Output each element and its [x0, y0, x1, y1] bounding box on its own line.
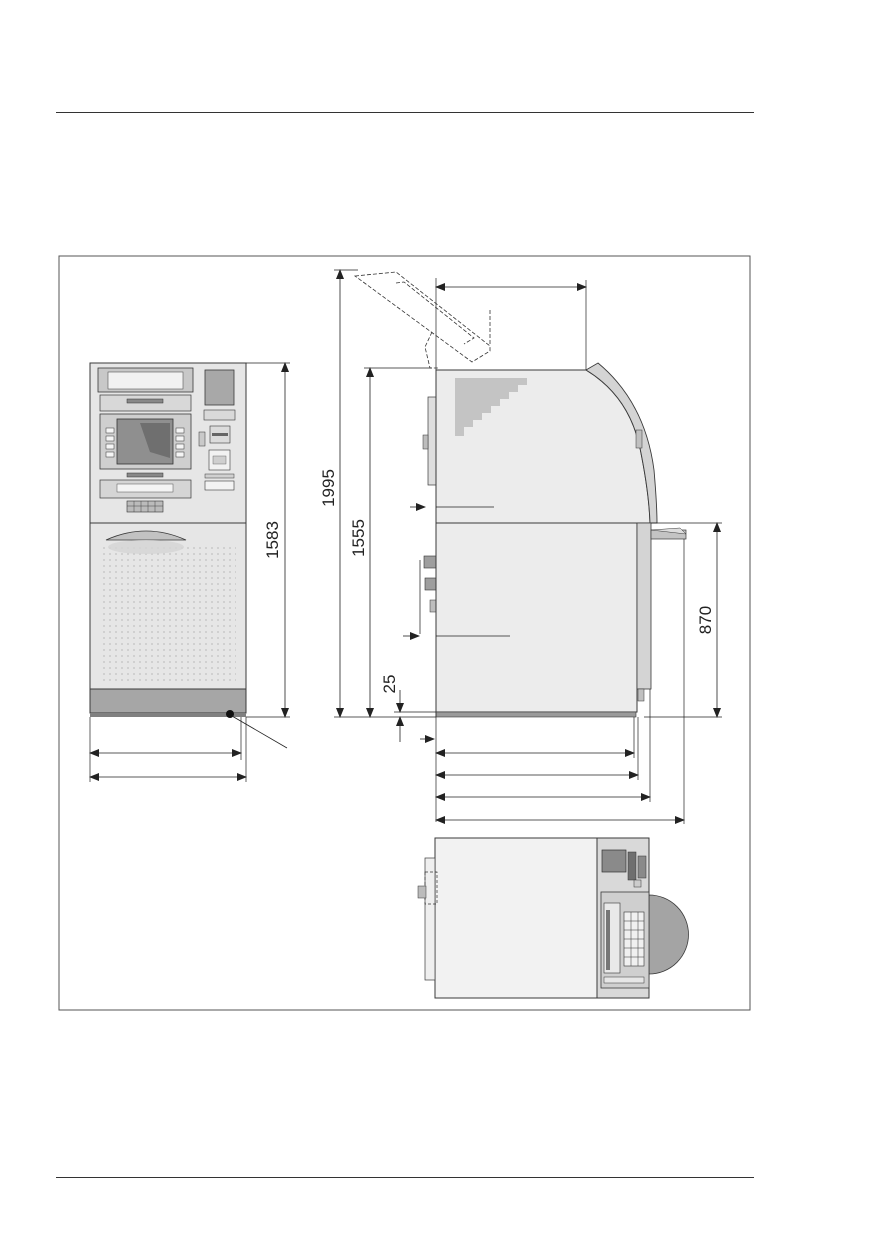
header-rule: [56, 112, 754, 113]
front-screen-glare: [140, 423, 170, 458]
side-fascia-mid: [423, 555, 437, 569]
front-right-display: [204, 369, 235, 406]
side-stair-hatch: [455, 378, 527, 436]
front-side-button: [198, 431, 206, 447]
top-screen-bar: [606, 910, 610, 970]
front-foot-leader: [231, 715, 288, 749]
top-cabinet: [434, 837, 598, 999]
front-receipt-slot: [126, 398, 164, 404]
side-fascia-nub: [422, 434, 429, 450]
dim-label-25: 25: [380, 675, 399, 694]
front-keypad: [126, 500, 164, 513]
top-fascia-strip: [424, 857, 436, 981]
front-card-reader: [203, 409, 236, 421]
side-base: [435, 711, 637, 718]
side-lower-strip: [636, 522, 652, 690]
top-keypad-grid: [624, 912, 644, 966]
top-lower-bar: [603, 976, 645, 984]
dim-label-1583: 1583: [263, 521, 282, 559]
top-fascia-knob: [417, 885, 427, 899]
top-small-box: [633, 879, 642, 888]
side-foot: [637, 688, 645, 702]
front-handle-shadow: [108, 540, 184, 554]
front-perforation: [100, 545, 236, 683]
front-view: [89, 362, 290, 782]
top-shelf-dome: [648, 894, 689, 975]
side-cabinet-lower: [435, 522, 638, 713]
side-back-latch: [635, 429, 643, 449]
drawing-frame: [58, 255, 751, 1011]
top-display: [601, 849, 627, 873]
front-side-keys-left: [105, 427, 115, 458]
front-shelf-lip: [116, 483, 174, 493]
dim-label-1555: 1555: [349, 519, 368, 557]
side-shelf-top: [650, 527, 687, 535]
front-lower-handle: [105, 530, 187, 541]
footer-rule: [56, 1177, 754, 1178]
top-card-unit: [627, 851, 637, 881]
dim-label-870: 870: [696, 606, 715, 634]
side-lid-open: [353, 271, 491, 369]
side-fascia-mid2: [424, 577, 437, 591]
side-fascia-upper: [427, 396, 437, 486]
front-base: [90, 713, 246, 717]
front-cash-slot: [126, 472, 164, 478]
front-right-tray: [204, 480, 235, 491]
side-fascia-mid3: [429, 599, 437, 613]
front-topper-inner: [107, 371, 184, 390]
front-statement-slot: [212, 455, 227, 465]
front-keypad-keys: [127, 501, 163, 512]
front-side-keys-right: [175, 427, 185, 458]
top-card-unit-2: [637, 855, 647, 879]
dim-label-1995: 1995: [319, 469, 338, 507]
front-right-bar: [204, 473, 235, 479]
front-plinth: [89, 688, 247, 714]
side-view: [334, 269, 722, 824]
top-view: [417, 837, 689, 999]
front-card-reader-slot: [212, 433, 228, 436]
